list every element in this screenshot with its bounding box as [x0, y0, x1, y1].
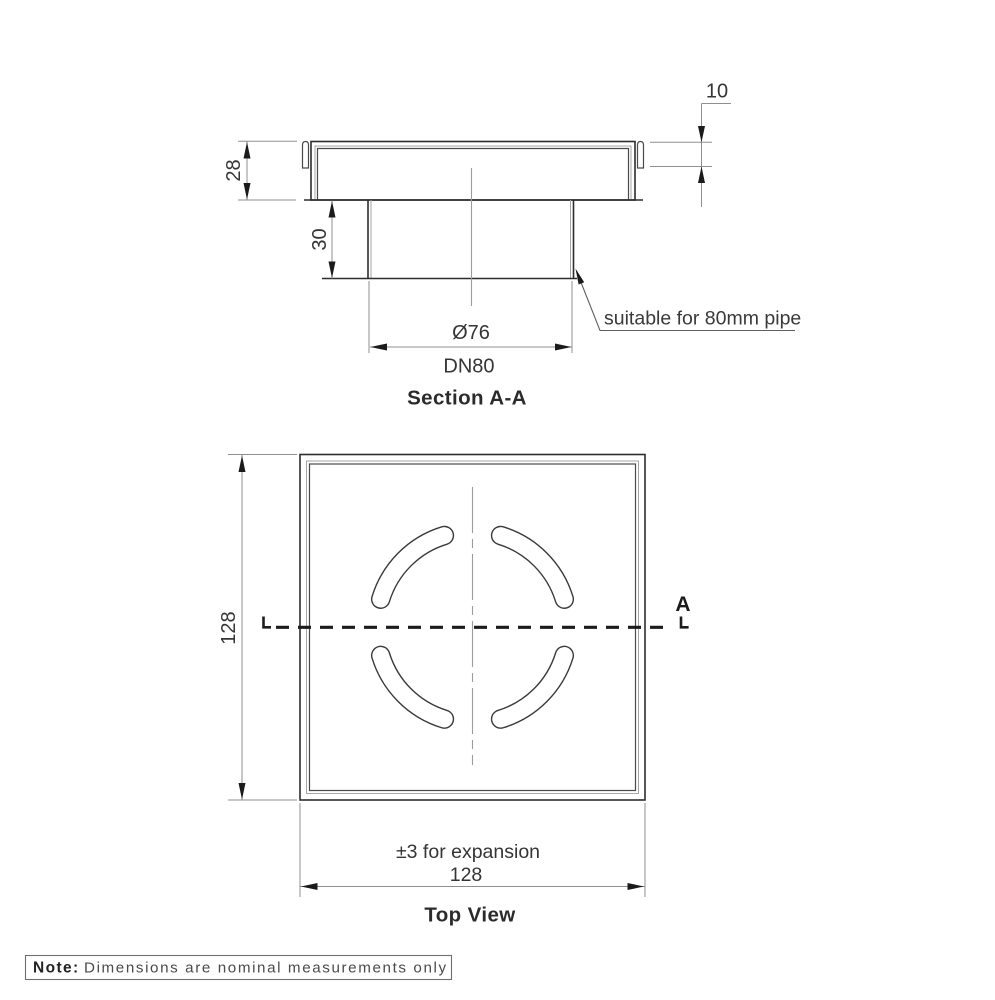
slot-sw — [372, 647, 453, 728]
section-view: 28 10 30 Ø76 DN80 suitable for 80mm pipe… — [223, 81, 801, 410]
dim128h-arrow-left — [301, 883, 318, 890]
dim128v-arrow-down — [238, 783, 246, 800]
top-view: A 128 ±3 for expansion 128 Top View — [218, 453, 691, 927]
dim28-arrow-up — [243, 142, 251, 159]
dim10-arrow-up — [698, 166, 705, 183]
dim28-arrow-down — [243, 183, 251, 200]
frame-inner-line-dark — [316, 147, 630, 200]
dim10-arrow-down — [698, 126, 705, 143]
dn-label: DN80 — [443, 356, 494, 378]
note-text: Dimensions are nominal measurements only — [84, 960, 448, 977]
top-view-title: Top View — [424, 904, 515, 927]
frame-outline — [310, 140, 636, 201]
slot-nw — [372, 527, 453, 608]
note-box: Note: Dimensions are nominal measurement… — [24, 954, 453, 981]
dim30-arrow-down — [328, 261, 336, 278]
slot-ne — [492, 527, 573, 608]
dia-arrow-right — [555, 343, 572, 351]
diameter-label: Ø76 — [452, 322, 490, 344]
pipe-callout-leader — [575, 270, 795, 332]
frame-inner-line-gray — [314, 145, 632, 200]
dim30-label: 30 — [309, 228, 331, 250]
left-clip — [301, 140, 310, 169]
section-cut-end-left — [262, 616, 271, 629]
pipe-callout-arrow — [575, 268, 585, 285]
dim128v-label: 128 — [218, 611, 240, 644]
section-view-title: Section A-A — [407, 387, 527, 410]
right-clip — [636, 140, 645, 169]
note-border — [24, 954, 453, 981]
dim28-label: 28 — [223, 159, 245, 181]
drain-slots — [370, 525, 575, 729]
dim10-label: 10 — [706, 81, 728, 103]
section-marker-label: A — [675, 593, 690, 616]
section-cut-end-right — [679, 616, 689, 629]
dim30-arrow-up — [328, 201, 336, 218]
dim128h-label: 128 — [450, 864, 483, 886]
dim128h-arrow-right — [627, 883, 644, 890]
expansion-label: ±3 for expansion — [396, 841, 540, 863]
slot-se — [492, 647, 573, 728]
dia-arrow-left — [370, 343, 387, 351]
dim128v-arrow-up — [238, 455, 246, 472]
note-label: Note: — [33, 960, 80, 977]
pipe-callout-label: suitable for 80mm pipe — [604, 308, 801, 330]
